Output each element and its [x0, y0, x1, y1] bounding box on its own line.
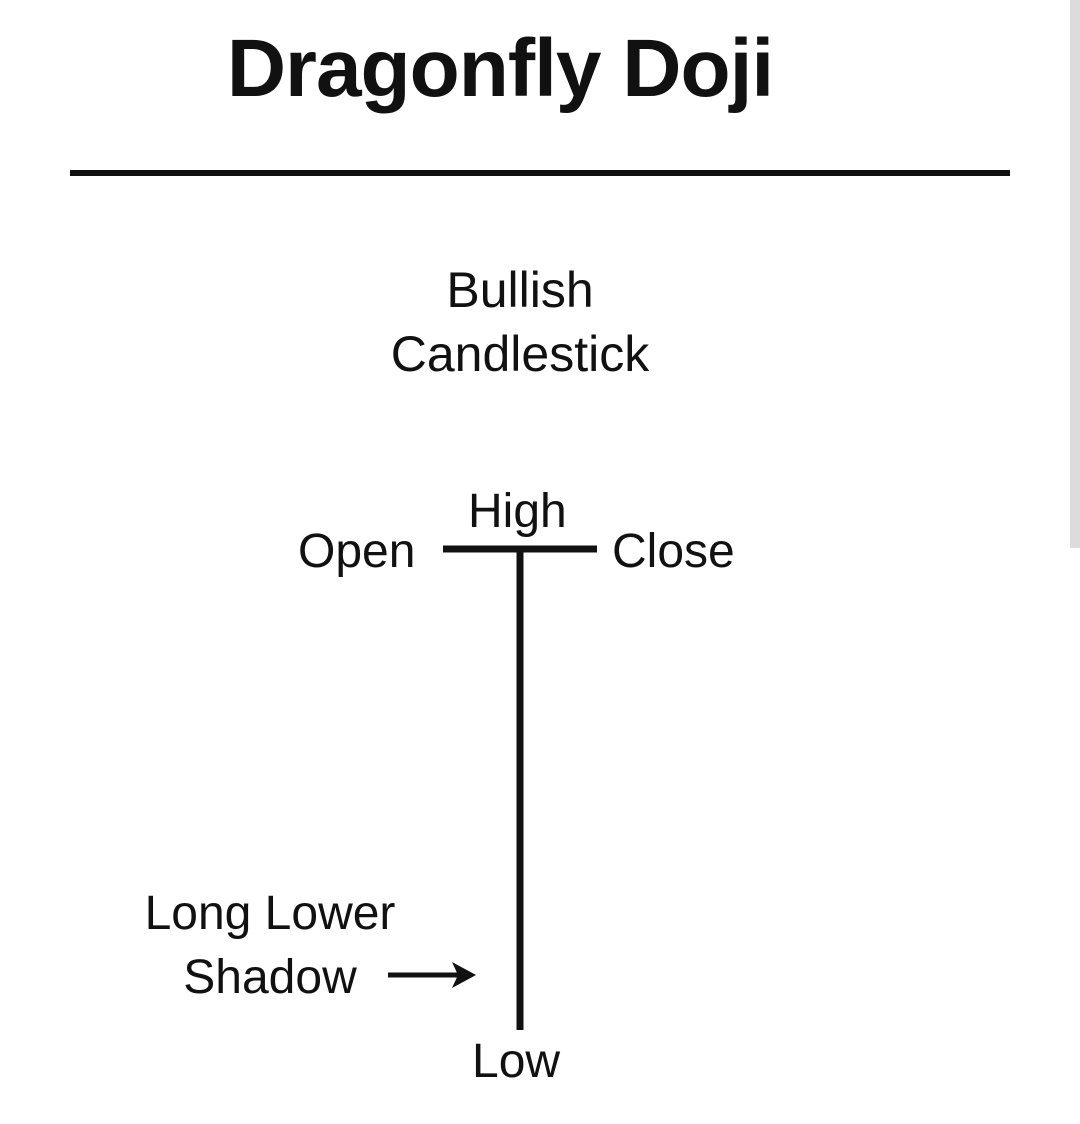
close-label: Close: [612, 525, 735, 578]
open-label: Open: [298, 525, 416, 578]
subtitle-line-1: Bullish: [446, 262, 594, 318]
long-lower-shadow-label: Long Lower Shadow: [100, 882, 440, 1010]
shadow-label-line-1: Long Lower: [144, 887, 396, 940]
high-label: High: [468, 485, 567, 538]
title-underline: [70, 170, 1010, 176]
subtitle-line-2: Candlestick: [390, 326, 650, 382]
diagram-title: Dragonfly Doji: [226, 23, 774, 114]
diagram-subtitle: Bullish Candlestick: [0, 258, 1040, 386]
page-edge-divider: [1070, 0, 1080, 548]
low-label: Low: [472, 1035, 561, 1088]
shadow-label-line-2: Shadow: [183, 951, 357, 1004]
right-arrow-icon: [388, 962, 476, 988]
